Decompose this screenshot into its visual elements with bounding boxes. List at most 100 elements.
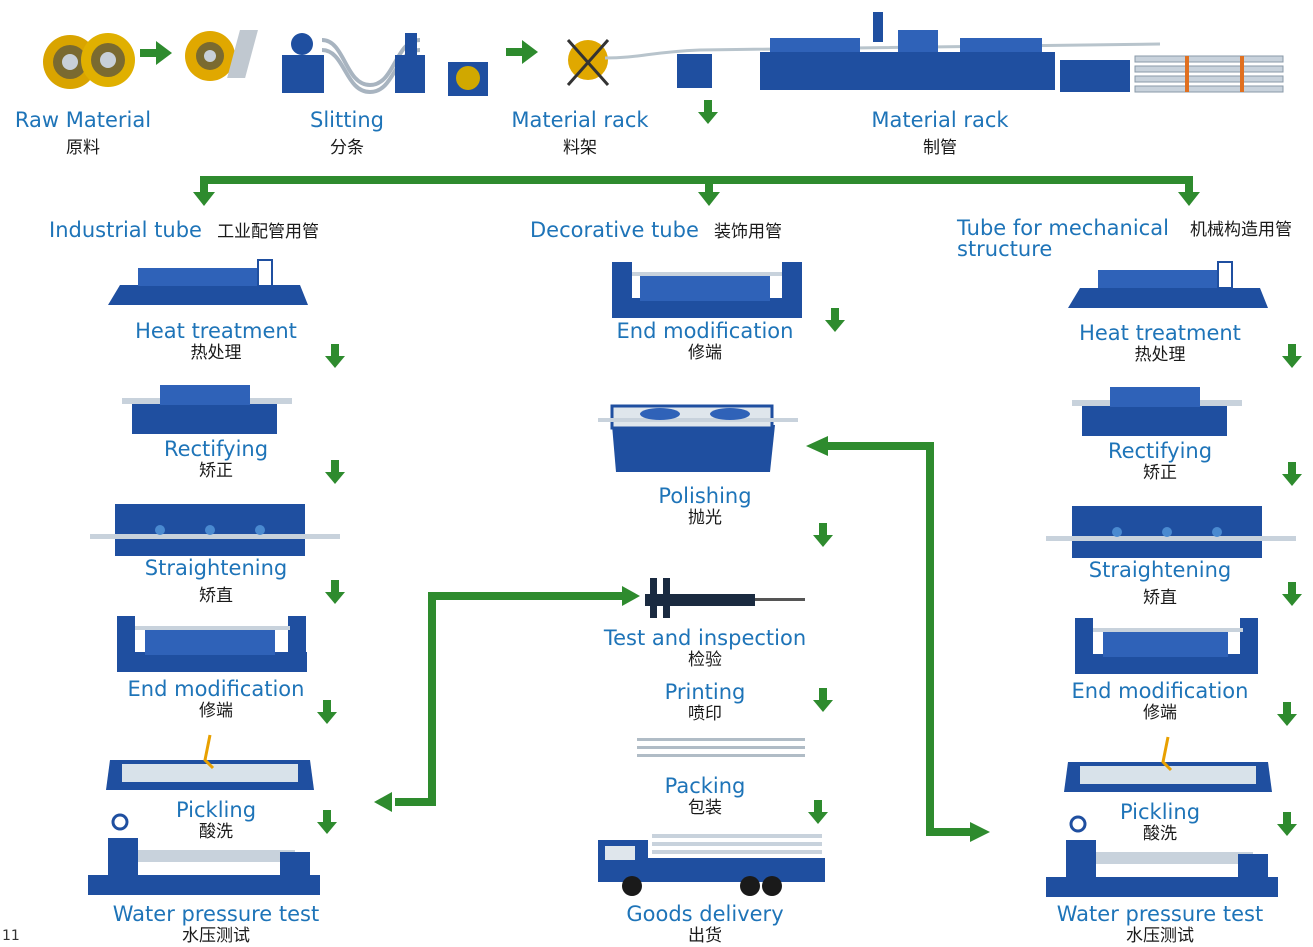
label-en: Pickling xyxy=(1119,800,1201,824)
label-en: Heat treatment xyxy=(135,319,297,343)
industrial-tube-heading: Industrial tube 工业配管用管 xyxy=(49,218,319,243)
right-step-label: Straightening 矫直 xyxy=(1040,558,1280,609)
label-en: Polishing xyxy=(658,484,752,508)
label-en: Straightening xyxy=(144,556,288,580)
label-zh: 抛光 xyxy=(688,508,722,528)
label-zh: 矫直 xyxy=(1143,588,1177,608)
left-step-label: Water pressure test 水压测试 xyxy=(96,902,336,947)
mid-step-label: Test and inspection 检验 xyxy=(585,626,825,671)
heading-en: Decorative tube xyxy=(530,218,699,242)
left-step-label: End modification 修端 xyxy=(96,677,336,722)
label-en: End modification xyxy=(616,319,794,343)
decorative-tube-heading: Decorative tube 装饰用管 xyxy=(530,218,782,243)
right-rectifying-icon xyxy=(1072,387,1242,436)
left-step-label: Straightening 矫直 xyxy=(96,556,336,607)
label-en: End modification xyxy=(127,677,305,701)
label-en: Material rack xyxy=(511,108,649,132)
label-zh: 喷印 xyxy=(688,704,722,724)
label-en: Straightening xyxy=(1088,558,1232,582)
left-pickling-icon xyxy=(106,734,314,790)
raw-material-label: Raw Material 原料 xyxy=(8,108,158,159)
label-zh: 料架 xyxy=(563,138,597,158)
label-zh: 矫正 xyxy=(1143,463,1177,483)
mechanical-tube-heading-zh: 机械构造用管 xyxy=(1190,220,1292,241)
heading-en: Tube for mechanical structure xyxy=(957,216,1169,261)
label-zh: 包装 xyxy=(688,798,722,818)
heading-en: Industrial tube xyxy=(49,218,202,242)
label-en: Goods delivery xyxy=(626,902,784,926)
right-step-label: Heat treatment 热处理 xyxy=(1040,321,1280,366)
label-zh: 原料 xyxy=(66,138,100,158)
label-en: Water pressure test xyxy=(1056,902,1264,926)
label-en: Water pressure test xyxy=(112,902,320,926)
polishing-machine-icon xyxy=(598,404,798,472)
page-number: 11 xyxy=(2,928,20,944)
mid-step-label: Packing 包装 xyxy=(585,774,825,819)
right-straightening-icon xyxy=(1046,506,1296,558)
left-heat-treatment-icon xyxy=(108,259,308,305)
label-en: Slitting xyxy=(310,108,384,132)
slitting-machine-icon xyxy=(185,30,488,96)
label-zh: 水压测试 xyxy=(182,926,250,946)
slitting-label: Slitting 分条 xyxy=(272,108,422,159)
left-water-pressure-test-icon xyxy=(88,813,320,895)
right-pickling-icon xyxy=(1064,736,1272,792)
label-en: Material rack xyxy=(871,108,1009,132)
label-zh: 分条 xyxy=(330,138,364,158)
label-zh: 修端 xyxy=(199,701,233,721)
right-step-label: Pickling 酸洗 xyxy=(1040,800,1280,845)
label-en: Rectifying xyxy=(163,437,269,461)
right-heat-treatment-icon xyxy=(1068,261,1268,308)
tube-making-label: Material rack 制管 xyxy=(855,108,1025,159)
heading-zh: 工业配管用管 xyxy=(217,222,320,242)
material-rack-icon xyxy=(566,39,1161,86)
left-step-label: Heat treatment 热处理 xyxy=(96,319,336,364)
mechanical-tube-heading: Tube for mechanical structure xyxy=(957,218,1177,260)
mid-step-label: Goods delivery 出货 xyxy=(585,902,825,947)
heading-zh: 机械构造用管 xyxy=(1190,220,1292,240)
tube-mill-icon xyxy=(677,12,1284,93)
branch-arrows xyxy=(193,176,1200,206)
label-zh: 修端 xyxy=(1143,703,1177,723)
mid-step-label: Printing 喷印 xyxy=(585,680,825,725)
caliper-icon xyxy=(645,578,805,618)
label-en: Rectifying xyxy=(1107,439,1213,463)
label-zh: 矫正 xyxy=(199,461,233,481)
label-zh: 热处理 xyxy=(1134,345,1186,365)
loop-arrow-left-to-inspection xyxy=(374,586,640,812)
left-step-label: Pickling 酸洗 xyxy=(96,798,336,843)
right-arrow-icon xyxy=(506,40,538,64)
label-zh: 修端 xyxy=(688,343,722,363)
left-straightening-icon xyxy=(90,504,340,556)
label-zh: 酸洗 xyxy=(1143,824,1177,844)
raw-material-coils-icon xyxy=(43,33,135,89)
right-end-modification-icon xyxy=(1075,618,1258,674)
delivery-truck-icon xyxy=(598,834,825,896)
label-en: Printing xyxy=(664,680,746,704)
label-zh: 酸洗 xyxy=(199,822,233,842)
label-en: Pickling xyxy=(175,798,257,822)
left-step-label: Rectifying 矫正 xyxy=(96,437,336,482)
label-en: Packing xyxy=(664,774,746,798)
loop-arrow-polishing-to-right xyxy=(806,436,990,842)
left-end-modification-icon xyxy=(117,616,307,672)
label-zh: 水压测试 xyxy=(1126,926,1194,946)
right-step-label: End modification 修端 xyxy=(1040,679,1280,724)
label-zh: 检验 xyxy=(688,650,722,670)
label-zh: 矫直 xyxy=(199,586,233,606)
mid-step-label: End modification 修端 xyxy=(585,319,825,364)
material-rack-label: Material rack 料架 xyxy=(495,108,665,159)
heading-zh: 装饰用管 xyxy=(713,222,782,242)
right-arrow-icon xyxy=(140,41,172,65)
label-en: Heat treatment xyxy=(1079,321,1241,345)
right-step-label: Rectifying 矫正 xyxy=(1040,439,1280,484)
label-en: Raw Material xyxy=(14,108,152,132)
label-en: Test and inspection xyxy=(603,626,807,650)
label-zh: 制管 xyxy=(923,138,957,158)
mid-step-label: Polishing 抛光 xyxy=(585,484,825,529)
right-water-pressure-test-icon xyxy=(1046,815,1278,897)
mid-end-modification-icon xyxy=(612,262,802,318)
left-rectifying-icon xyxy=(122,385,292,434)
label-zh: 热处理 xyxy=(190,343,242,363)
